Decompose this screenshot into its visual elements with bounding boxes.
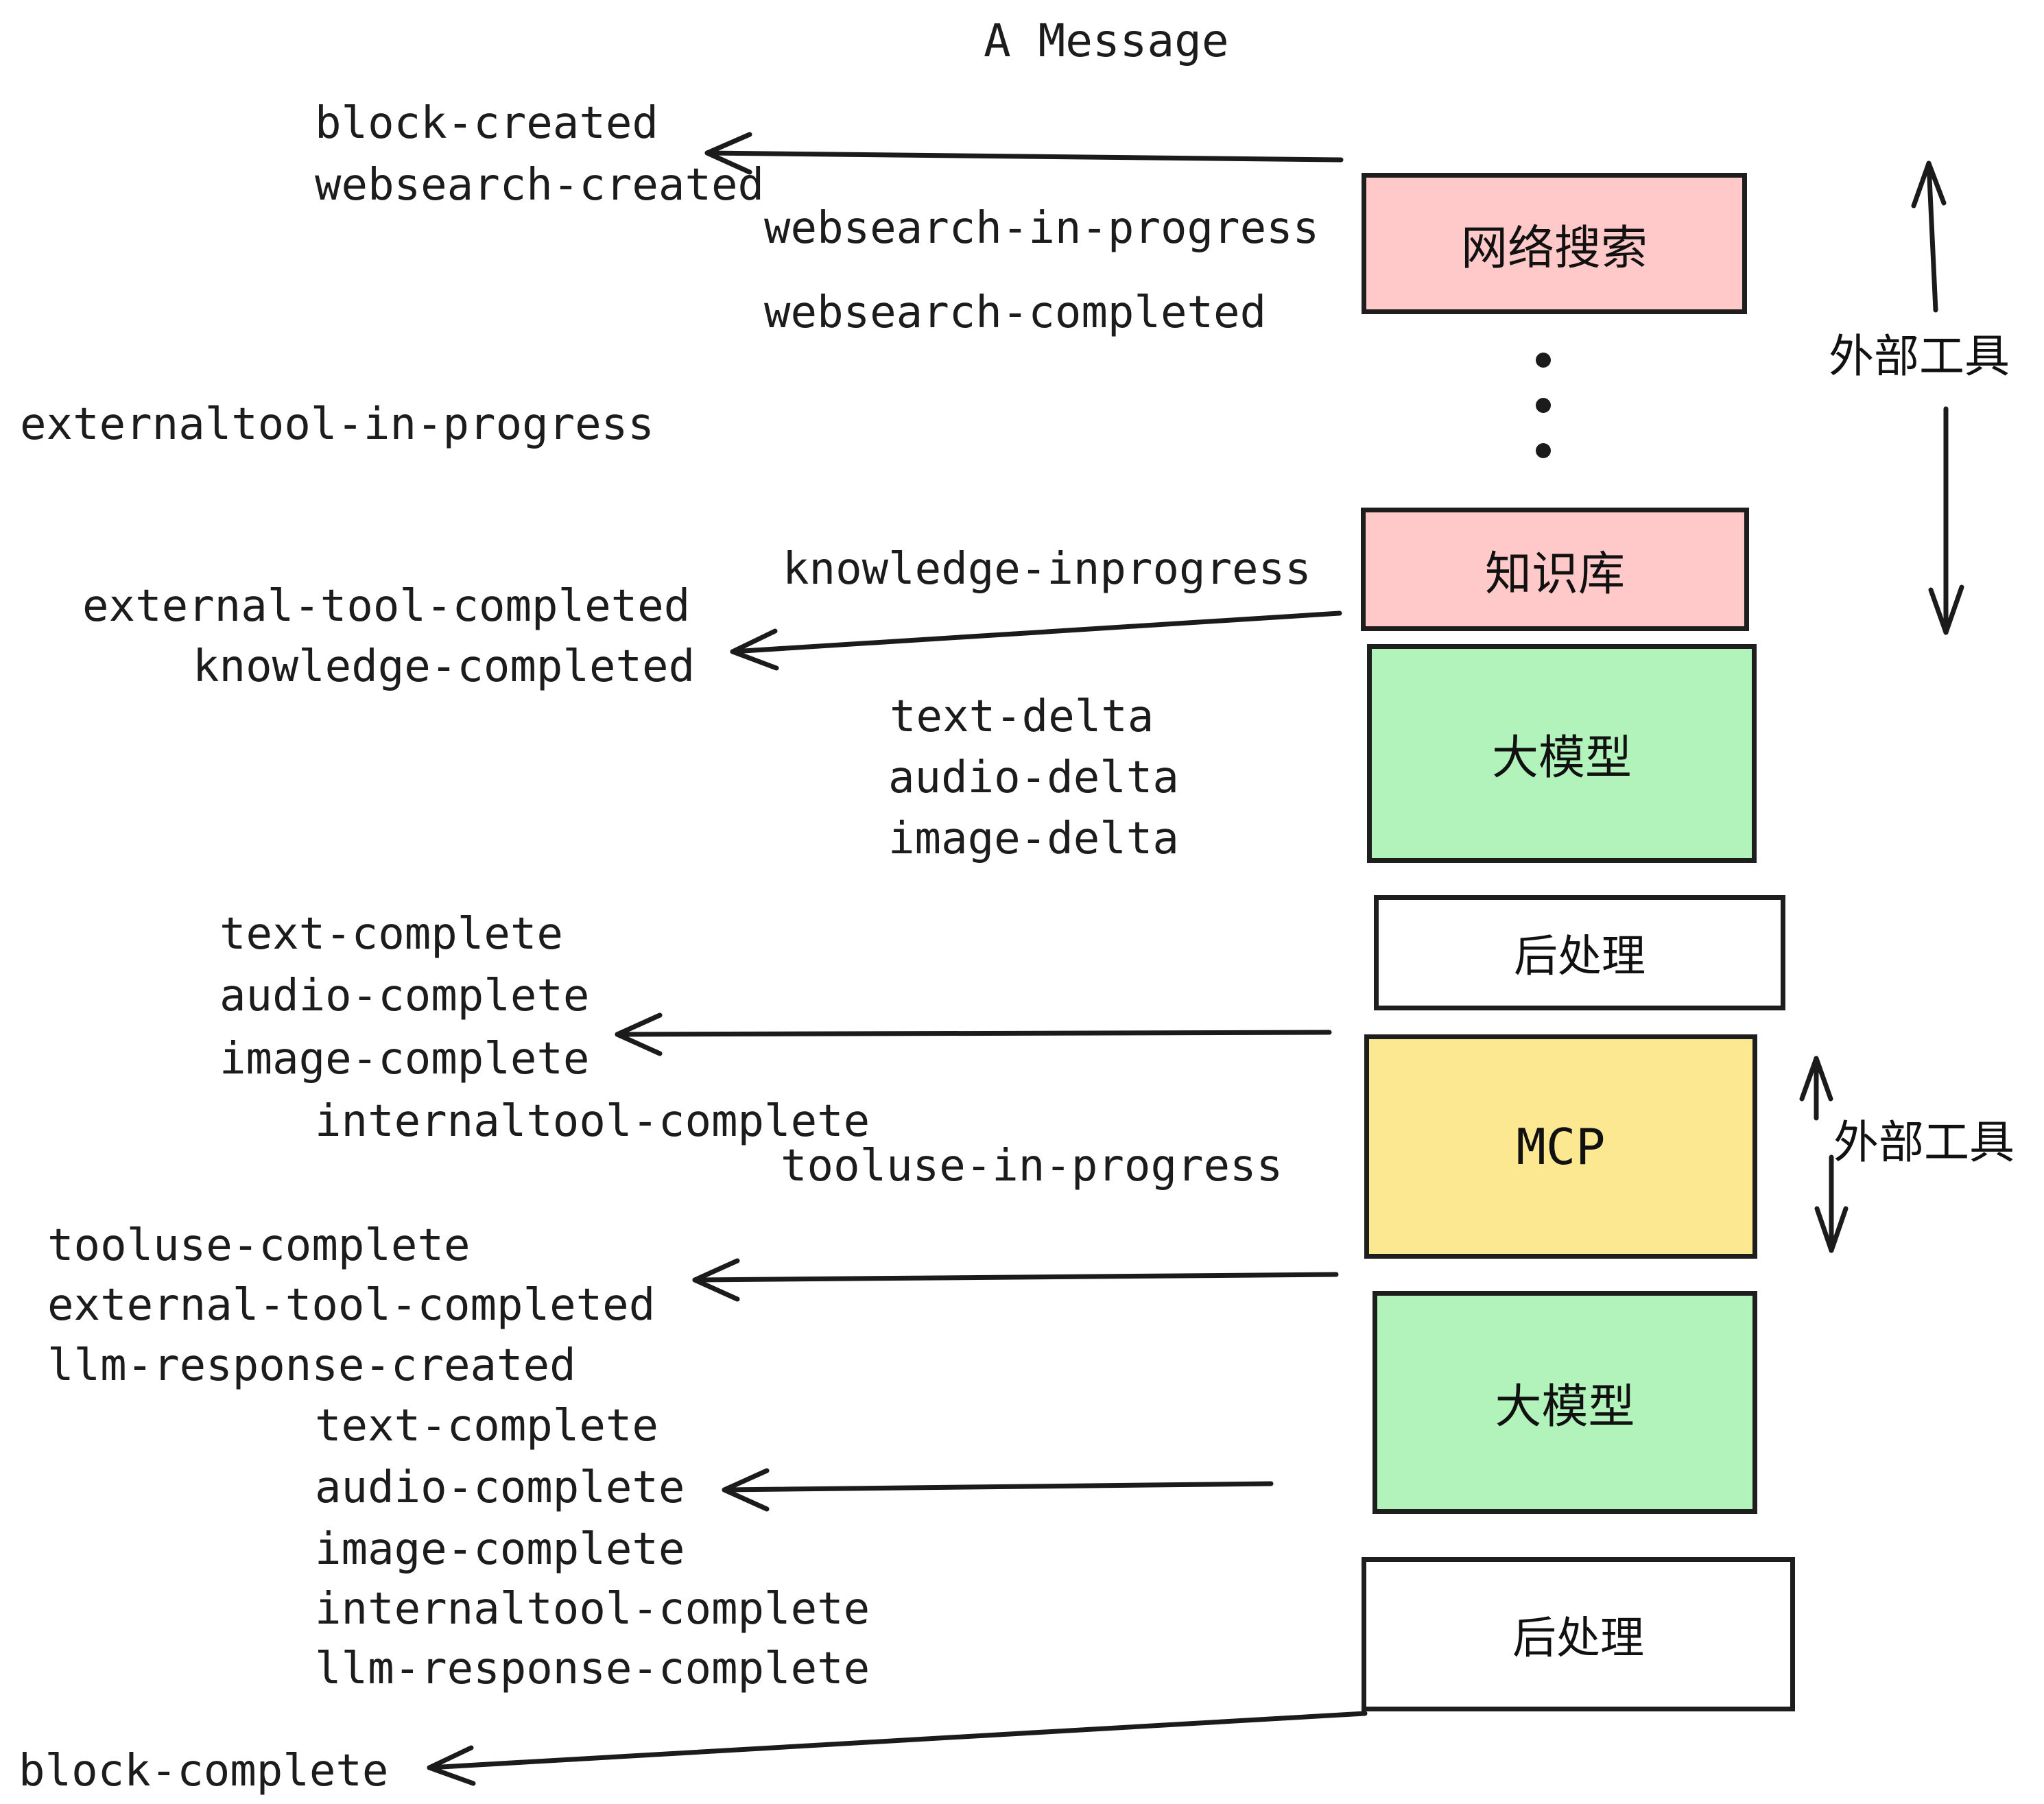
event-text-delta: text-delta bbox=[890, 691, 1154, 742]
event-block-complete: block-complete bbox=[19, 1746, 389, 1796]
event-websearch-in-progress: websearch-in-progress bbox=[764, 203, 1320, 254]
event-image-complete: image-complete bbox=[219, 1034, 590, 1084]
arrow-block-created bbox=[704, 132, 1344, 175]
event-knowledge-completed: knowledge-completed bbox=[193, 641, 696, 692]
event-websearch-created: websearch-created bbox=[315, 160, 765, 211]
event-external-tool-completed-2: external-tool-completed bbox=[47, 1280, 656, 1331]
event-image-complete-2: image-complete bbox=[315, 1524, 685, 1575]
event-llm-response-created: llm-response-created bbox=[47, 1340, 576, 1391]
node-websearch: 网络搜索 bbox=[1362, 173, 1747, 314]
node-llm-1-label: 大模型 bbox=[1491, 731, 1632, 785]
node-llm-1: 大模型 bbox=[1367, 644, 1757, 863]
continuation-dots bbox=[1536, 353, 1551, 458]
external-tools-down-arrow-top bbox=[1928, 406, 1964, 635]
node-mcp: MCP bbox=[1364, 1034, 1757, 1259]
arrow-knowledge-completed bbox=[730, 610, 1342, 671]
arrow-internal-complete bbox=[615, 1012, 1332, 1056]
diagram-title: A Message bbox=[984, 14, 1229, 67]
node-post-process-1-label: 后处理 bbox=[1514, 931, 1645, 982]
arrow-llm-complete bbox=[722, 1468, 1274, 1512]
node-websearch-label: 网络搜索 bbox=[1460, 221, 1648, 276]
arrow-tooluse-complete bbox=[692, 1258, 1339, 1302]
node-knowledge-base: 知识库 bbox=[1361, 508, 1749, 631]
event-audio-complete: audio-complete bbox=[219, 971, 590, 1021]
event-text-complete-2: text-complete bbox=[315, 1401, 658, 1451]
node-llm-2: 大模型 bbox=[1372, 1291, 1757, 1514]
event-external-tool-completed: external-tool-completed bbox=[82, 581, 691, 632]
external-tools-down-arrow-mcp bbox=[1814, 1154, 1849, 1253]
external-tools-up-arrow-mcp bbox=[1799, 1056, 1833, 1121]
external-tools-up-arrow-top bbox=[1911, 161, 1947, 313]
event-llm-response-complete: llm-response-complete bbox=[315, 1643, 870, 1694]
external-tools-annotation-top: 外部工具 bbox=[1829, 330, 2010, 383]
node-post-process-2-label: 后处理 bbox=[1512, 1613, 1644, 1664]
node-mcp-label: MCP bbox=[1516, 1117, 1606, 1176]
node-knowledge-base-label: 知识库 bbox=[1484, 547, 1625, 602]
arrow-block-complete bbox=[427, 1711, 1368, 1786]
event-audio-complete-2: audio-complete bbox=[315, 1462, 685, 1513]
event-internaltool-complete: internaltool-complete bbox=[315, 1096, 870, 1147]
event-websearch-completed: websearch-completed bbox=[764, 287, 1267, 338]
event-knowledge-inprogress: knowledge-inprogress bbox=[783, 544, 1311, 595]
event-text-complete: text-complete bbox=[219, 909, 563, 960]
event-tooluse-in-progress: tooluse-in-progress bbox=[781, 1141, 1283, 1191]
event-block-created: block-created bbox=[315, 98, 658, 149]
node-post-process-2: 后处理 bbox=[1362, 1557, 1795, 1711]
node-post-process-1: 后处理 bbox=[1374, 895, 1785, 1010]
event-image-delta: image-delta bbox=[888, 814, 1179, 864]
event-tooluse-complete: tooluse-complete bbox=[47, 1220, 471, 1271]
node-llm-2-label: 大模型 bbox=[1495, 1380, 1635, 1434]
event-internaltool-complete-2: internaltool-complete bbox=[315, 1584, 870, 1635]
event-externaltool-in-progress: externaltool-in-progress bbox=[20, 399, 654, 450]
event-audio-delta: audio-delta bbox=[888, 752, 1179, 803]
external-tools-annotation-mcp: 外部工具 bbox=[1833, 1116, 2015, 1169]
